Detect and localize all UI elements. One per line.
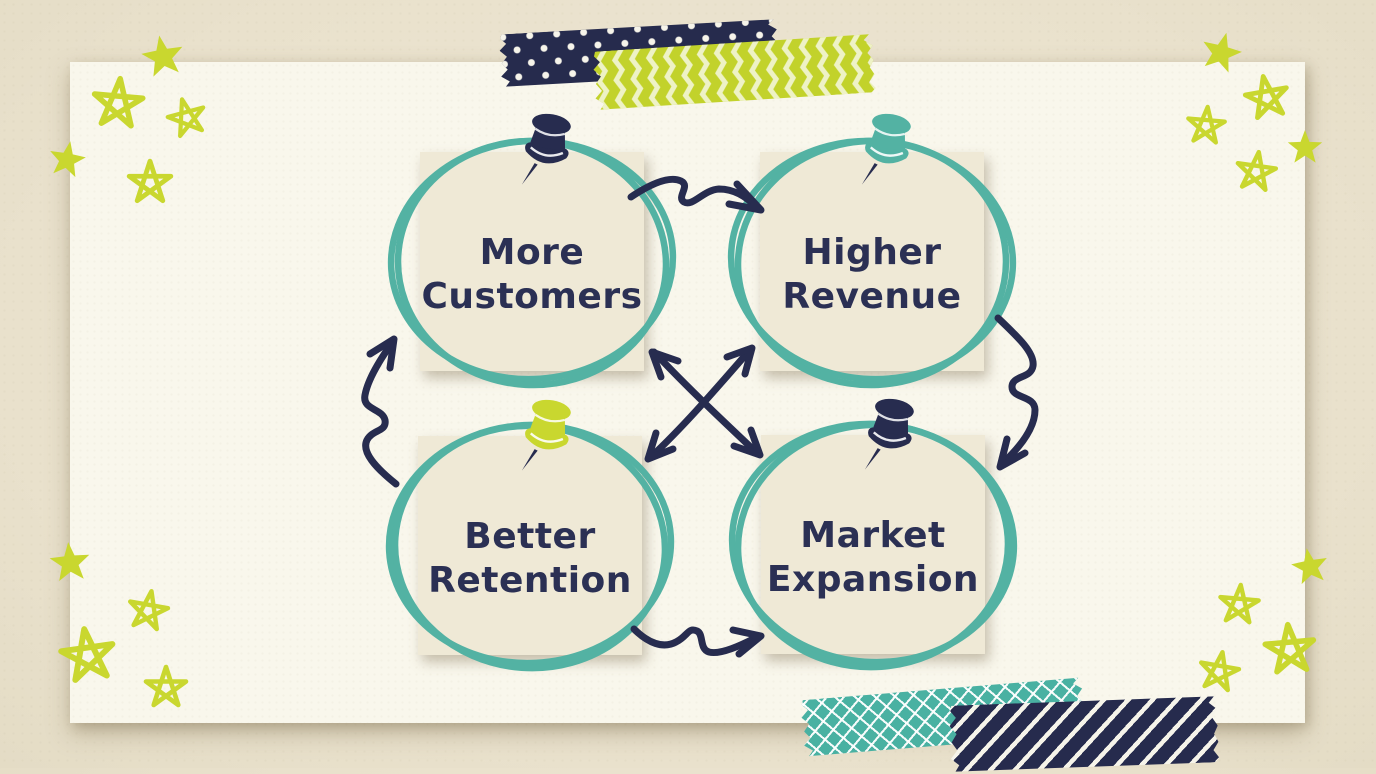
note-label: Market Expansion bbox=[767, 488, 979, 602]
star-icon bbox=[1238, 69, 1296, 127]
note-label-line2: Revenue bbox=[782, 275, 962, 317]
star-icon bbox=[1214, 580, 1264, 630]
chevron-tape bbox=[592, 32, 876, 111]
star-icon bbox=[87, 73, 150, 136]
star-icon bbox=[1286, 129, 1324, 167]
star-icon bbox=[1192, 645, 1245, 698]
star-icon bbox=[136, 30, 189, 83]
star-icon bbox=[44, 137, 90, 183]
star-icon bbox=[121, 584, 174, 637]
note-label: More Customers bbox=[421, 205, 642, 319]
note-label-line1: Higher bbox=[802, 231, 942, 273]
note-label-line2: Retention bbox=[428, 559, 632, 601]
star-icon bbox=[1230, 146, 1282, 198]
star-icon bbox=[142, 664, 190, 712]
note-label: Higher Revenue bbox=[782, 205, 961, 319]
star-icon bbox=[1182, 102, 1230, 150]
star-icon bbox=[1259, 619, 1322, 682]
pushpin-icon bbox=[517, 398, 577, 479]
sticky-note-market-expansion: Market Expansion bbox=[728, 397, 1018, 671]
pushpin-icon bbox=[517, 112, 577, 193]
star-icon bbox=[1287, 544, 1333, 590]
diagonal-stripe-tape bbox=[949, 694, 1220, 774]
pushpin-icon bbox=[860, 397, 920, 478]
sticky-note-more-customers: More Customers bbox=[387, 112, 677, 389]
chevron-pattern bbox=[592, 32, 876, 111]
star-icon bbox=[125, 158, 175, 208]
note-label-line1: More bbox=[479, 231, 585, 273]
star-icon bbox=[53, 621, 123, 691]
note-label: Better Retention bbox=[428, 489, 632, 603]
note-label-line2: Expansion bbox=[766, 558, 980, 600]
paper-card bbox=[70, 62, 1305, 723]
note-label-line2: Customers bbox=[421, 275, 643, 317]
note-label-line1: Market bbox=[800, 514, 946, 556]
note-label-line1: Better bbox=[464, 515, 596, 557]
sticky-note-better-retention: Better Retention bbox=[385, 398, 675, 672]
sticky-note-higher-revenue: Higher Revenue bbox=[727, 112, 1017, 389]
pushpin-icon bbox=[857, 112, 917, 193]
star-icon bbox=[46, 539, 94, 587]
